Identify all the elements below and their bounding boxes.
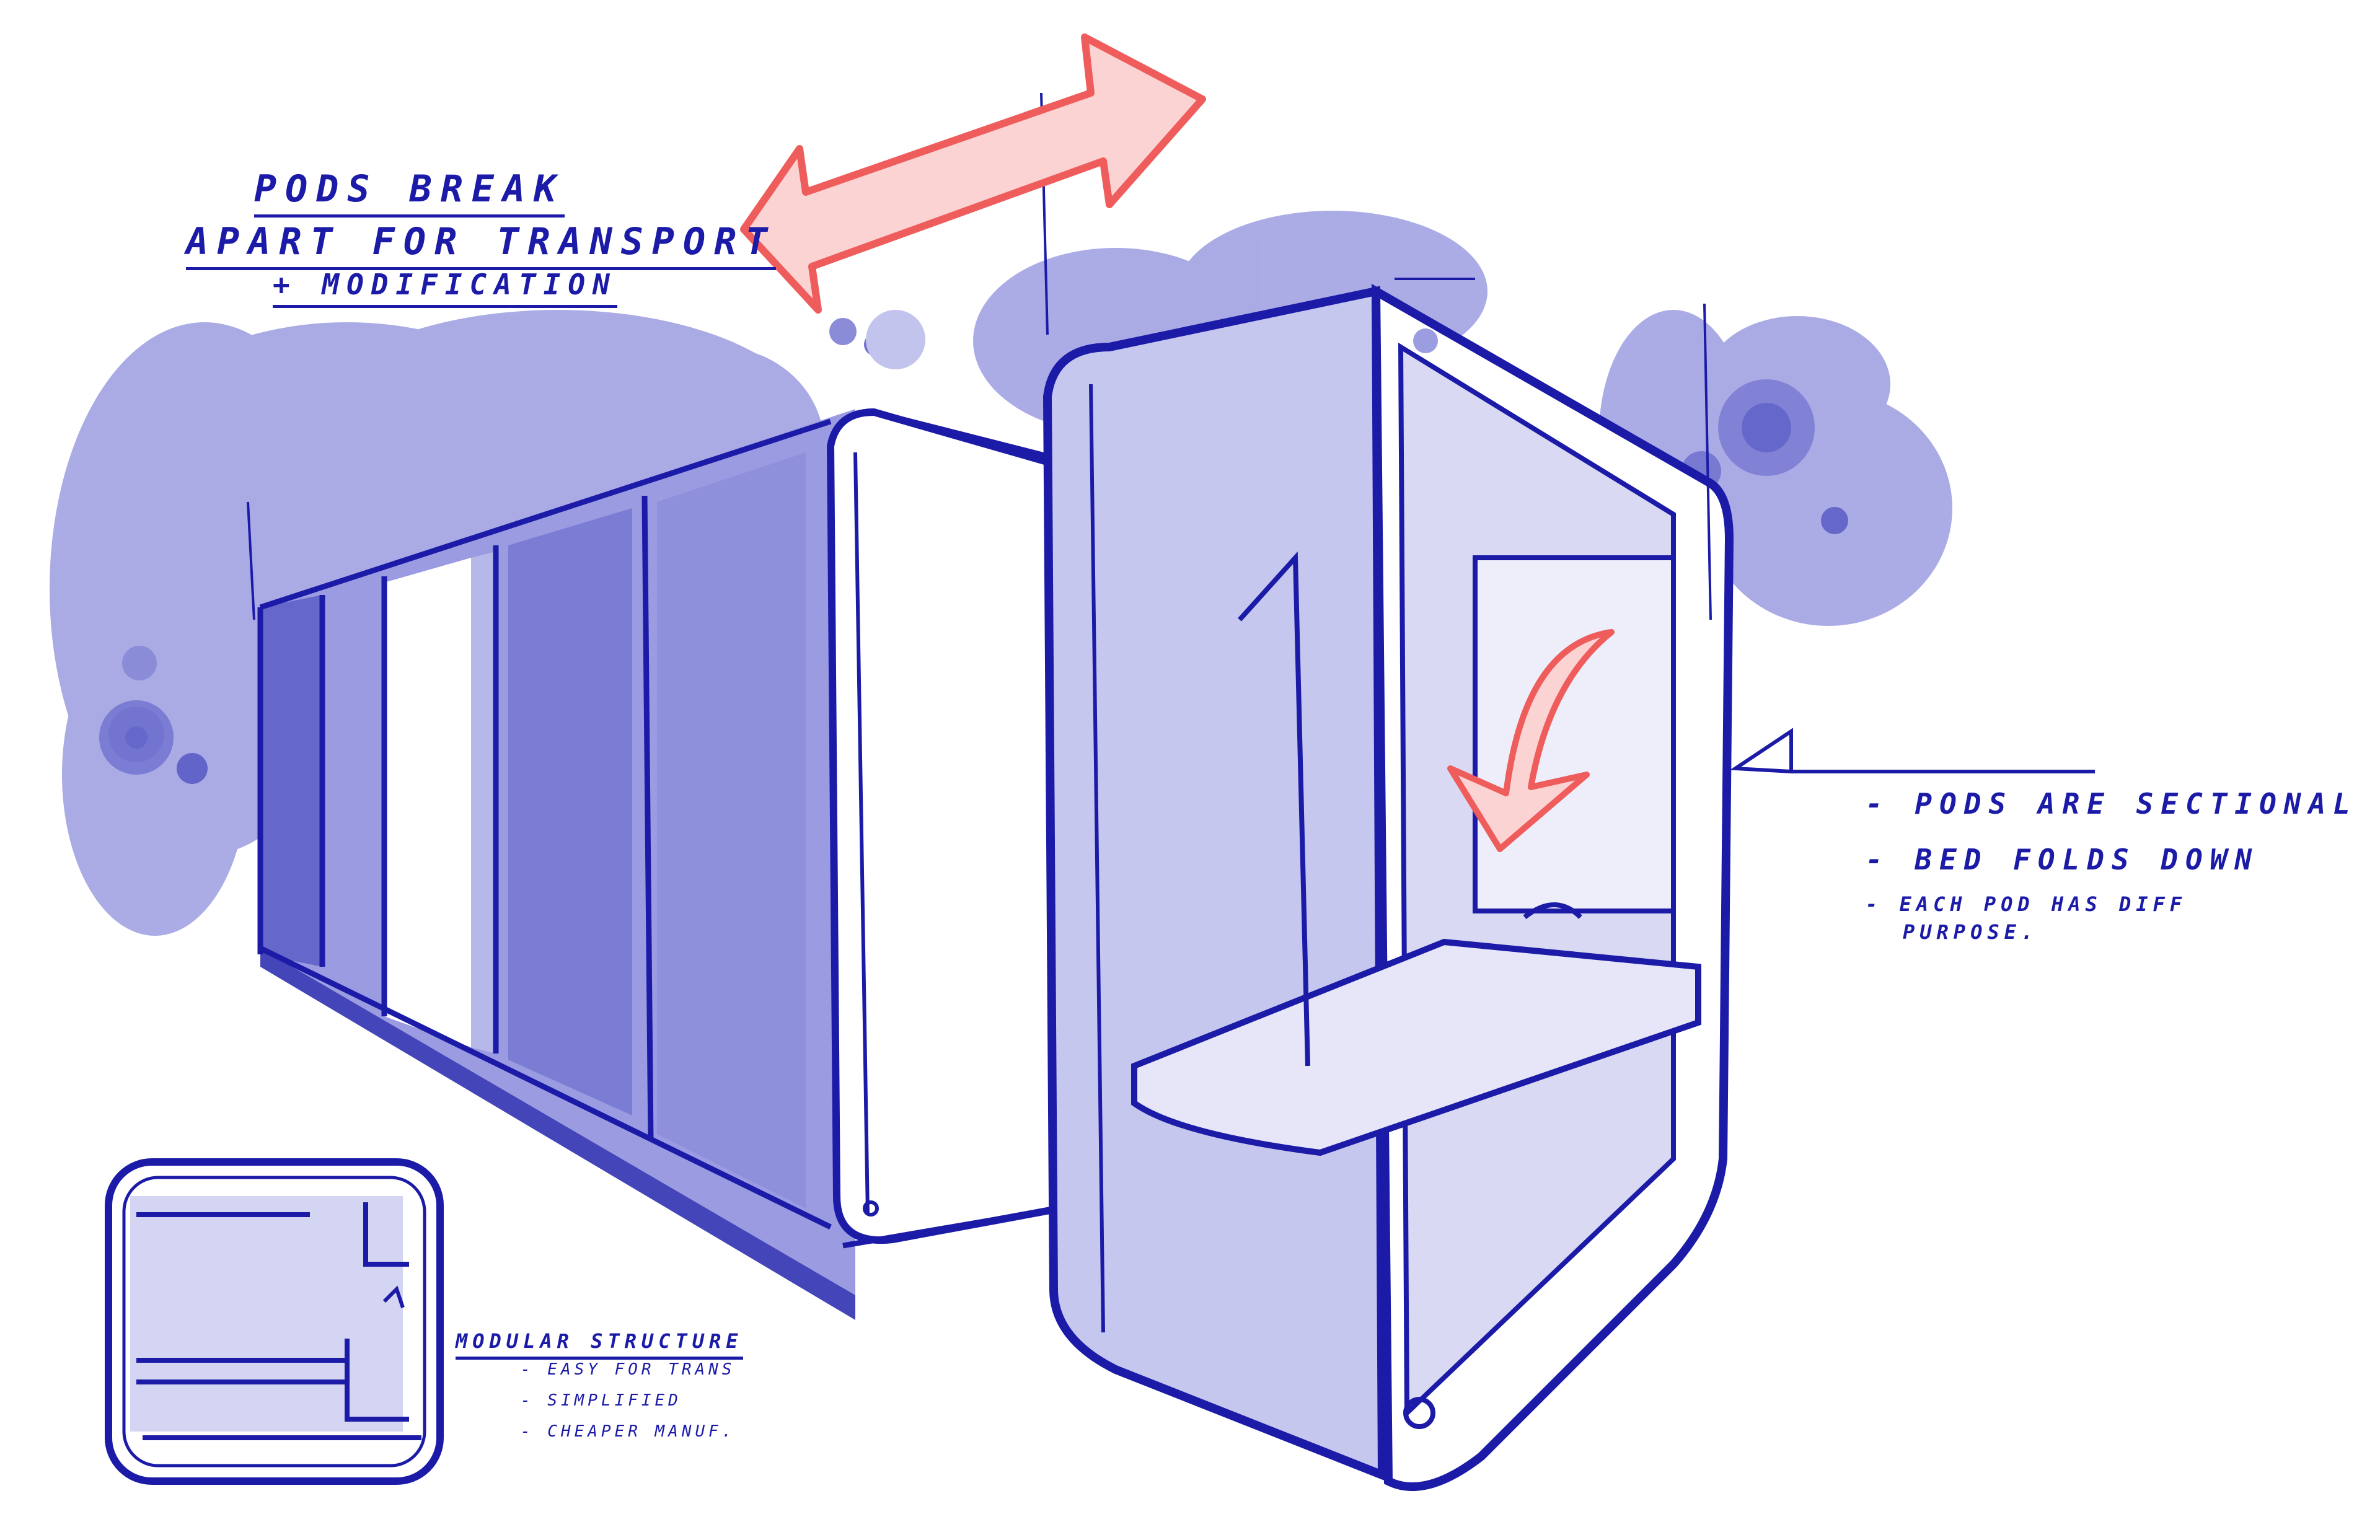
- annotation-easy-trans: - EASY FOR TRANS: [521, 1360, 736, 1379]
- annotation-simplified: - SIMPLIFIED: [521, 1391, 682, 1410]
- annotation-apart-transport: APART FOR TRANSPORT: [186, 220, 777, 270]
- annotation-modular-structure: MODULAR STRUCTURE: [456, 1329, 743, 1360]
- transport-double-arrow-icon: [740, 33, 1206, 314]
- annotation-purpose: PURPOSE.: [1903, 920, 2038, 944]
- annotation-each-pod: - EACH POD HAS DIFF: [1866, 892, 2187, 916]
- annotation-pods-sectional: - PODS ARE SECTIONAL: [1866, 787, 2358, 821]
- pointer-line: [1729, 728, 2095, 774]
- annotation-modification: + MODIFICATION: [273, 268, 617, 308]
- annotation-cheaper-manuf: - CHEAPER MANUF.: [521, 1422, 736, 1441]
- open-pod: [1042, 283, 1734, 1491]
- annotation-pods-break: PODS BREAK: [254, 167, 565, 218]
- floor-plan: [105, 1158, 444, 1485]
- annotation-bed-folds: - BED FOLDS DOWN: [1866, 843, 2260, 876]
- fold-down-arrow-icon: [1447, 629, 1615, 852]
